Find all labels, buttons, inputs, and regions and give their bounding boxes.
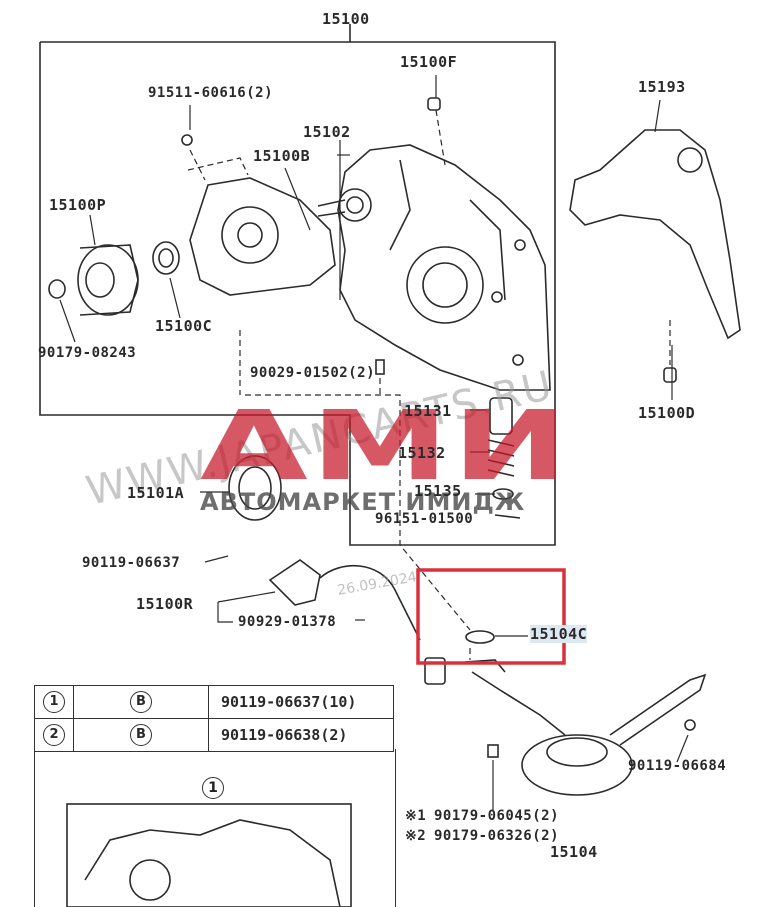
label-15100R: 15100R bbox=[136, 595, 194, 613]
label-91511-60616: 91511-60616(2) bbox=[148, 85, 274, 101]
label-96151-01500: 96151-01500 bbox=[375, 511, 474, 527]
label-90029-01502: 90029-01502(2) bbox=[250, 365, 376, 381]
label-15135: 15135 bbox=[414, 482, 462, 500]
row-number-badge: 1 bbox=[43, 691, 65, 713]
label-15100D: 15100D bbox=[638, 404, 696, 422]
label-15100F: 15100F bbox=[400, 53, 458, 71]
water-pump-outline bbox=[189, 177, 336, 296]
label-15193: 15193 bbox=[638, 78, 686, 96]
strainer-body bbox=[521, 734, 633, 796]
label-90119-06637: 90119-06637 bbox=[82, 555, 181, 571]
row-number-badge: 2 bbox=[43, 724, 65, 746]
label-15104C[interactable]: 15104C bbox=[530, 625, 588, 643]
label-15102: 15102 bbox=[303, 123, 351, 141]
label-15100B: 15100B bbox=[253, 147, 311, 165]
label-90179-06326: 90179-06326(2) bbox=[434, 828, 560, 844]
table-row: 2 B 90119-06638(2) bbox=[34, 718, 394, 752]
oil-seal bbox=[228, 455, 282, 521]
bolt-table: 1 B 90119-06637(10) 2 B 90119-06638(2) bbox=[34, 685, 394, 752]
assembly-frame bbox=[39, 41, 556, 546]
bolt-part-number: 90119-06637(10) bbox=[208, 685, 394, 719]
bolt-part-number: 90119-06638(2) bbox=[208, 718, 394, 752]
bolt-symbol-badge: B bbox=[130, 724, 152, 746]
highlight-box bbox=[416, 568, 566, 665]
timing-cover-outline bbox=[337, 144, 551, 391]
strainer-pipe bbox=[471, 671, 566, 736]
note-mark-1: ※1 bbox=[405, 808, 427, 824]
gasket-outline bbox=[569, 129, 741, 340]
detail-frame bbox=[66, 803, 352, 907]
label-90929-01378: 90929-01378 bbox=[238, 614, 337, 630]
label-15100: 15100 bbox=[322, 10, 370, 28]
table-row: 1 B 90119-06637(10) bbox=[34, 685, 394, 719]
watermark-logo: AMИ bbox=[200, 390, 572, 502]
label-15132: 15132 bbox=[398, 444, 446, 462]
detail-marker-badge: 1 bbox=[202, 777, 224, 799]
detail-panel bbox=[34, 749, 396, 907]
note-mark-2: ※2 bbox=[405, 828, 427, 844]
label-15100P: 15100P bbox=[49, 196, 107, 214]
label-90179-06045: 90179-06045(2) bbox=[434, 808, 560, 824]
label-15101A: 15101A bbox=[127, 484, 185, 502]
watermark-subtitle: АВТОМАРКЕТ ИМИДЖ bbox=[200, 488, 526, 516]
label-90119-06684: 90119-06684 bbox=[628, 758, 727, 774]
label-15104: 15104 bbox=[550, 843, 598, 861]
pulley bbox=[77, 244, 139, 316]
label-90179-08243: 90179-08243 bbox=[38, 345, 137, 361]
label-15131: 15131 bbox=[404, 402, 452, 420]
label-15100C: 15100C bbox=[155, 317, 213, 335]
bolt-symbol-badge: B bbox=[130, 691, 152, 713]
relief-valve bbox=[489, 397, 513, 435]
